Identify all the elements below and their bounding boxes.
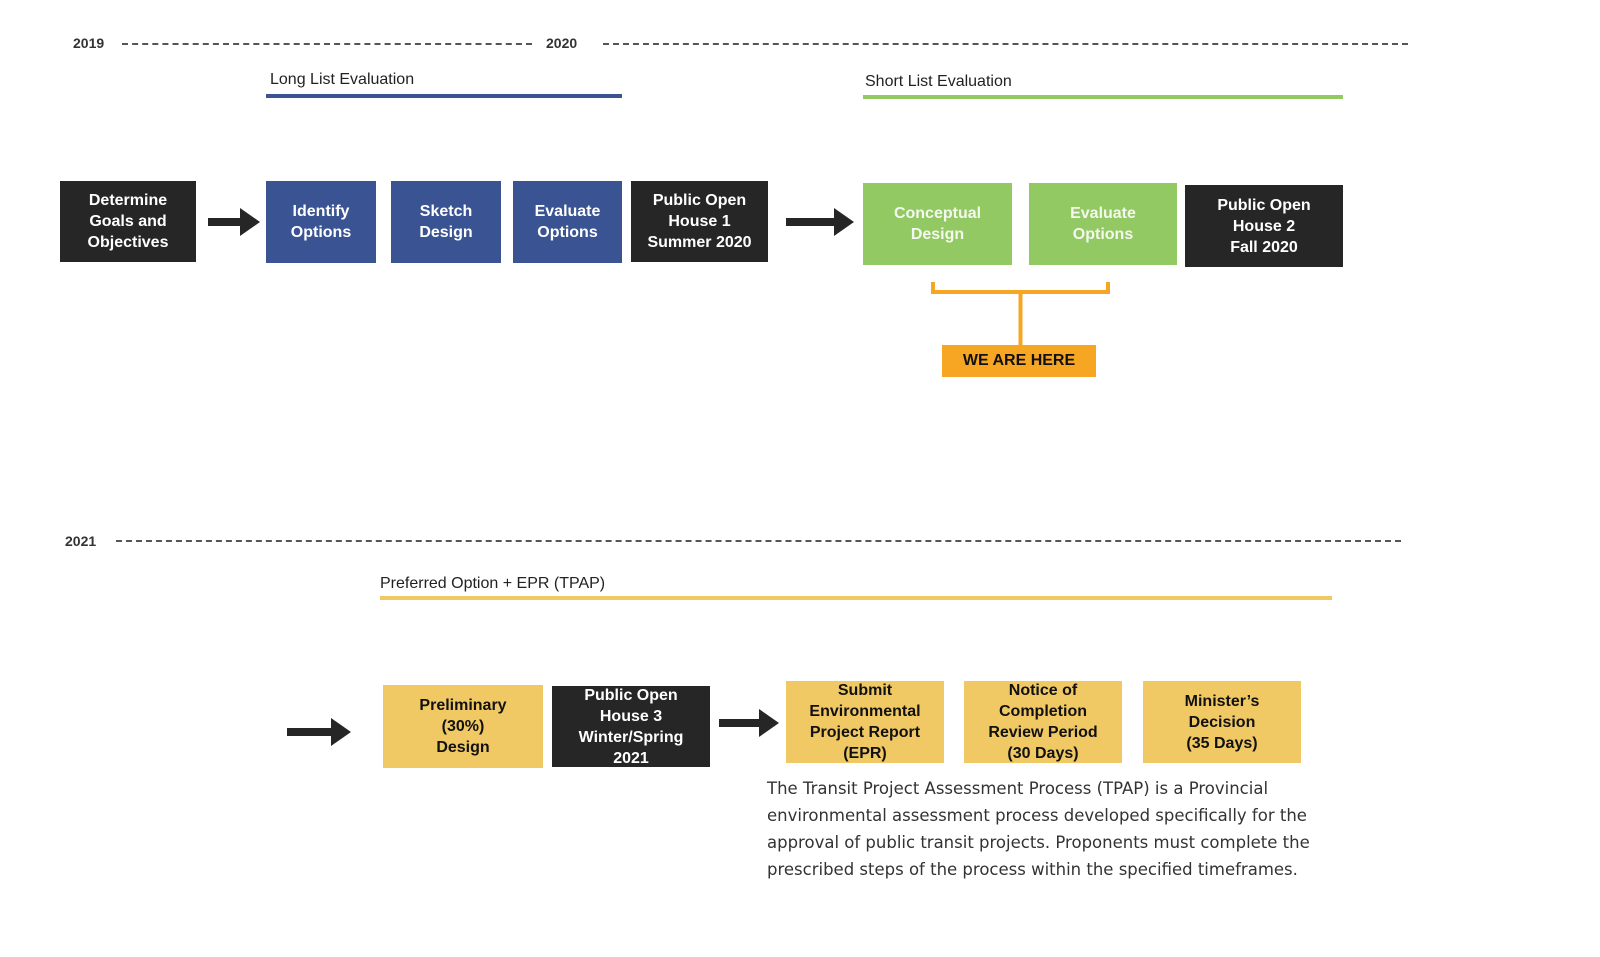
phase-bar-long-list — [266, 94, 622, 98]
year-2021: 2021 — [65, 533, 97, 549]
year-2020: 2020 — [546, 35, 578, 51]
step-notice-of-completion: Notice of Completion Review Period (30 D… — [964, 681, 1122, 763]
phase-label-long-list: Long List Evaluation — [270, 71, 415, 88]
step-evaluate-options-2: Evaluate Options — [1029, 183, 1177, 265]
we-are-here-badge: WE ARE HERE — [942, 345, 1096, 377]
right-arrow-icon — [208, 208, 260, 236]
step-preliminary-design-label: Preliminary (30%) Design — [419, 697, 507, 756]
step-identify-options-label: Identify Options — [290, 203, 352, 241]
step-public-open-house-2: Public Open House 2 Fall 2020 — [1185, 185, 1343, 267]
step-sketch-design-label: Sketch Design — [419, 203, 473, 241]
phase-label-short-list: Short List Evaluation — [865, 73, 1012, 90]
step-sketch-design: Sketch Design — [391, 181, 501, 263]
step-public-open-house-1: Public Open House 1 Summer 2020 — [631, 181, 768, 262]
step-evaluate-options-1-label: Evaluate Options — [534, 203, 601, 241]
step-determine-goals: Determine Goals and Objectives — [60, 181, 196, 262]
step-public-open-house-1-label: Public Open House 1 Summer 2020 — [647, 192, 752, 251]
step-submit-epr: Submit Environmental Project Report (EPR… — [786, 681, 944, 763]
right-arrow-icon — [719, 709, 779, 737]
phase-bar-short-list — [863, 95, 1343, 99]
phase-label-preferred: Preferred Option + EPR (TPAP) — [380, 575, 606, 592]
step-public-open-house-3-label: Public Open House 3 Winter/Spring 2021 — [578, 686, 684, 767]
step-evaluate-options-2-label: Evaluate Options — [1070, 205, 1136, 243]
timeline-dash-2021 — [116, 540, 1401, 542]
year-2019: 2019 — [73, 35, 105, 51]
step-determine-goals-label: Determine Goals and Objectives — [87, 192, 169, 251]
step-conceptual-design-label: Conceptual Design — [893, 205, 982, 243]
step-submit-epr-label: Submit Environmental Project Report (EPR… — [809, 682, 921, 762]
step-public-open-house-3: Public Open House 3 Winter/Spring 2021 — [552, 686, 710, 767]
timeline-dash-2019 — [122, 43, 532, 45]
tpap-description: The Transit Project Assessment Process (… — [767, 779, 1310, 879]
timeline-dash-2020 — [603, 43, 1408, 45]
right-arrow-icon — [786, 208, 854, 236]
step-ministers-decision: Minister’s Decision (35 Days) — [1143, 681, 1301, 763]
step-identify-options: Identify Options — [266, 181, 376, 263]
step-public-open-house-2-label: Public Open House 2 Fall 2020 — [1217, 196, 1311, 256]
step-conceptual-design: Conceptual Design — [863, 183, 1012, 265]
phase-bar-preferred — [380, 596, 1332, 600]
bracket-icon — [931, 282, 1110, 348]
step-notice-of-completion-label: Notice of Completion Review Period (30 D… — [988, 682, 1098, 762]
step-ministers-decision-label: Minister’s Decision (35 Days) — [1184, 692, 1260, 752]
step-evaluate-options-1: Evaluate Options — [513, 181, 622, 263]
right-arrow-icon — [287, 718, 351, 746]
step-preliminary-design: Preliminary (30%) Design — [383, 685, 543, 768]
